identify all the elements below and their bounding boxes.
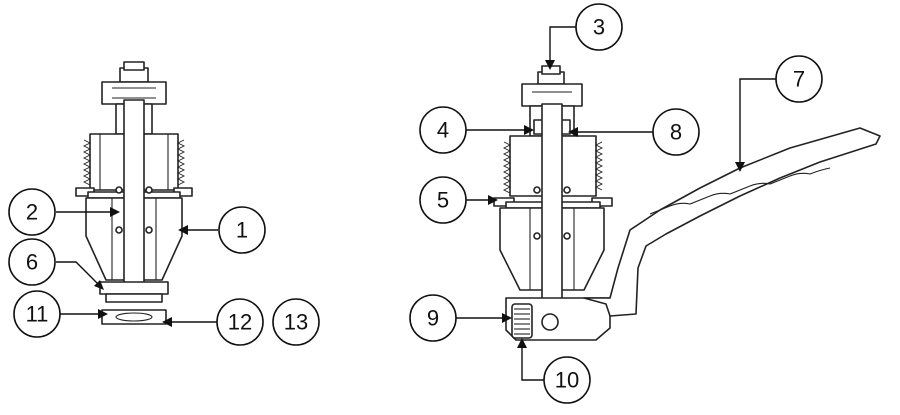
callout-7[interactable]: 7 — [735, 55, 823, 172]
right-valve-assembly — [493, 65, 881, 341]
callout-11[interactable]: 11 — [13, 290, 108, 338]
callout-9-label: 9 — [427, 306, 439, 331]
callout-4-label: 4 — [437, 118, 449, 143]
right-valve-base — [505, 297, 611, 341]
callout-7-label: 7 — [793, 67, 805, 92]
right-valve-top-cap — [521, 65, 583, 107]
callout-3[interactable]: 3 — [545, 3, 623, 70]
left-valve-top-cap — [101, 61, 167, 105]
callout-1-label: 1 — [236, 218, 248, 243]
callout-12-label: 12 — [228, 310, 252, 335]
callout-8[interactable]: 8 — [568, 108, 700, 156]
callout-12[interactable]: 12 — [162, 298, 264, 346]
callout-10[interactable]: 10 — [517, 338, 591, 404]
callout-6[interactable]: 6 — [8, 238, 104, 290]
left-valve-bottom-seat — [99, 281, 169, 325]
callout-9[interactable]: 9 — [409, 294, 512, 342]
callout-13[interactable]: 13 — [272, 298, 320, 346]
callout-11-label: 11 — [26, 302, 49, 327]
right-valve-stem — [533, 103, 571, 305]
callout-3-label: 3 — [593, 15, 605, 40]
callout-13-label: 13 — [284, 310, 308, 335]
callout-2-label: 2 — [26, 200, 38, 225]
callout-8-label: 8 — [670, 120, 682, 145]
left-valve-assembly — [75, 61, 193, 325]
callout-5[interactable]: 5 — [419, 176, 498, 224]
callout-6-label: 6 — [26, 250, 38, 275]
right-valve-lever-arm — [583, 127, 881, 317]
callout-4[interactable]: 4 — [419, 106, 534, 154]
callout-2[interactable]: 2 — [8, 188, 120, 236]
callout-1[interactable]: 1 — [178, 206, 266, 254]
callout-5-label: 5 — [437, 188, 449, 213]
callout-10-label: 10 — [555, 368, 579, 393]
